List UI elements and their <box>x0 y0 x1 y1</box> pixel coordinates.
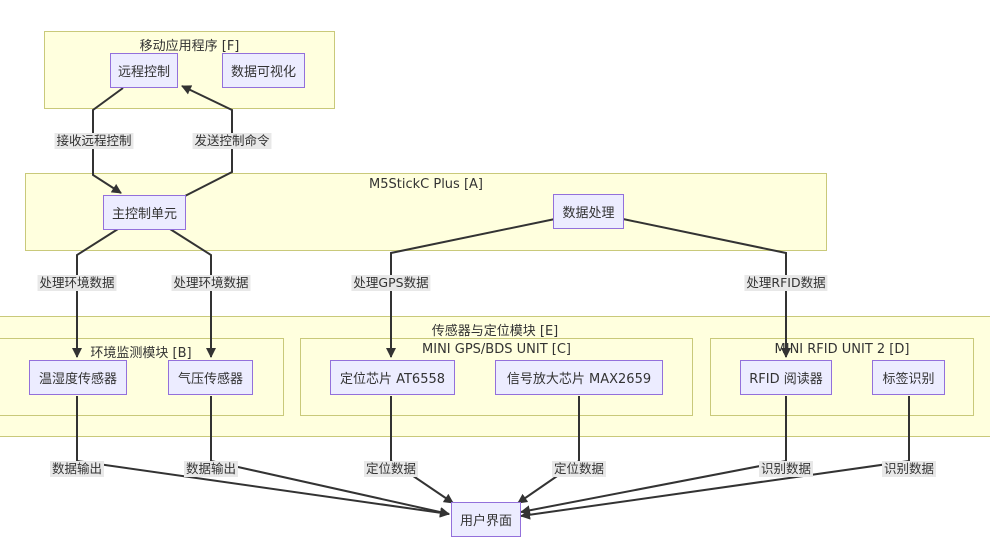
edge-label-process-env-2: 处理环境数据 <box>171 275 251 291</box>
edge-main-to-pressure <box>169 228 216 358</box>
edge-amp-to-ui <box>517 396 580 504</box>
edge-label-receive-remote: 接收远程控制 <box>54 133 134 149</box>
group-title-gps-unit: MINI GPS/BDS UNIT [C] <box>422 342 571 357</box>
edge-label-data-output-2: 数据输出 <box>183 461 239 477</box>
node-amplifier-chip[interactable]: 信号放大芯片 MAX2659 <box>495 360 663 395</box>
group-title-rfid-unit: MINI RFID UNIT 2 [D] <box>774 342 910 357</box>
edge-label-data-output-1: 数据输出 <box>49 461 105 477</box>
node-remote-control[interactable]: 远程控制 <box>110 53 178 88</box>
edge-label-position-data-1: 定位数据 <box>363 461 419 477</box>
edge-label-process-gps: 处理GPS数据 <box>351 275 431 291</box>
node-temp-humidity-sensor[interactable]: 温湿度传感器 <box>29 360 127 395</box>
edge-processing-to-rfid <box>622 218 791 358</box>
edge-label-process-env-1: 处理环境数据 <box>37 275 117 291</box>
node-positioning-chip[interactable]: 定位芯片 AT6558 <box>330 360 455 395</box>
node-rfid-reader[interactable]: RFID 阅读器 <box>740 360 832 395</box>
edge-label-send-command: 发送控制命令 <box>192 133 272 149</box>
edge-processing-to-gps <box>386 218 556 358</box>
edge-label-recognition-data-2: 识别数据 <box>881 461 937 477</box>
edge-label-recognition-data-1: 识别数据 <box>758 461 814 477</box>
node-main-control[interactable]: 主控制单元 <box>103 195 186 230</box>
edge-label-position-data-2: 定位数据 <box>551 461 607 477</box>
group-title-sensor-positioning: 传感器与定位模块 [E] <box>431 324 559 339</box>
node-user-interface[interactable]: 用户界面 <box>451 502 521 537</box>
edge-rfid-to-ui <box>520 396 787 516</box>
edge-gps-to-ui <box>390 396 454 504</box>
edge-label-process-rfid: 处理RFID数据 <box>744 275 828 291</box>
node-tag-recognition[interactable]: 标签识别 <box>872 360 945 395</box>
edge-main-to-temp <box>72 228 119 358</box>
node-data-visualization[interactable]: 数据可视化 <box>222 53 305 88</box>
group-title-m5stick: M5StickC Plus [A] <box>369 177 483 192</box>
group-title-env-monitor: 环境监测模块 [B] <box>90 346 192 361</box>
edge-temp-to-ui <box>76 396 450 518</box>
node-pressure-sensor[interactable]: 气压传感器 <box>168 360 253 395</box>
node-data-processing[interactable]: 数据处理 <box>553 194 624 229</box>
group-title-mobile-app: 移动应用程序 [F] <box>139 39 240 54</box>
